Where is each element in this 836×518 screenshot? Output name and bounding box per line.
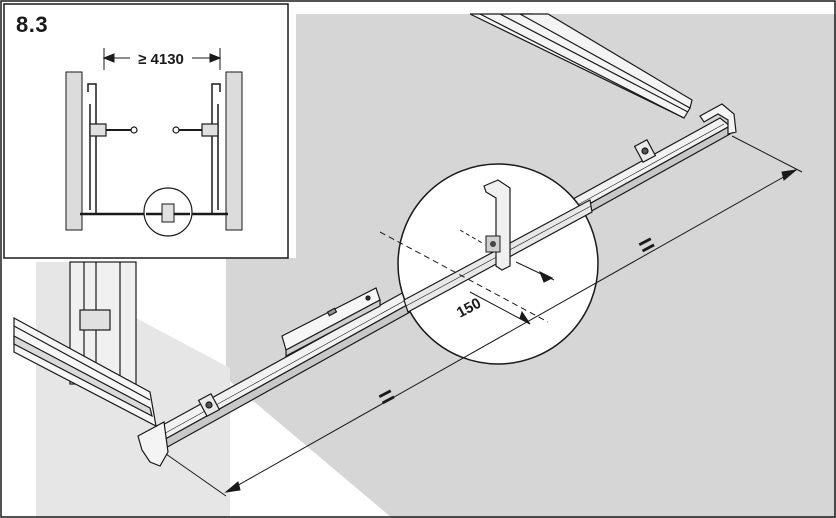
inset-right-wall	[225, 71, 243, 231]
dimension-lines	[165, 135, 803, 497]
lower-left-cabinet	[13, 261, 157, 428]
inset-bracket-right	[172, 123, 219, 137]
arrowhead-right	[781, 169, 798, 181]
arrowhead-left	[224, 481, 241, 493]
equal-dim-line	[225, 169, 797, 493]
inset-bracket-left	[89, 123, 138, 137]
inset-left-wall	[65, 71, 83, 231]
inset-span-dimension	[102, 48, 222, 70]
inset-span-label: ≥ 4130	[138, 51, 184, 68]
inset-panel: ≥ 4130	[3, 3, 289, 259]
spirit-level	[281, 287, 381, 357]
upper-wall-rail	[469, 13, 693, 119]
detail-magnifier	[397, 163, 599, 365]
step-number: 8.3	[16, 12, 49, 37]
